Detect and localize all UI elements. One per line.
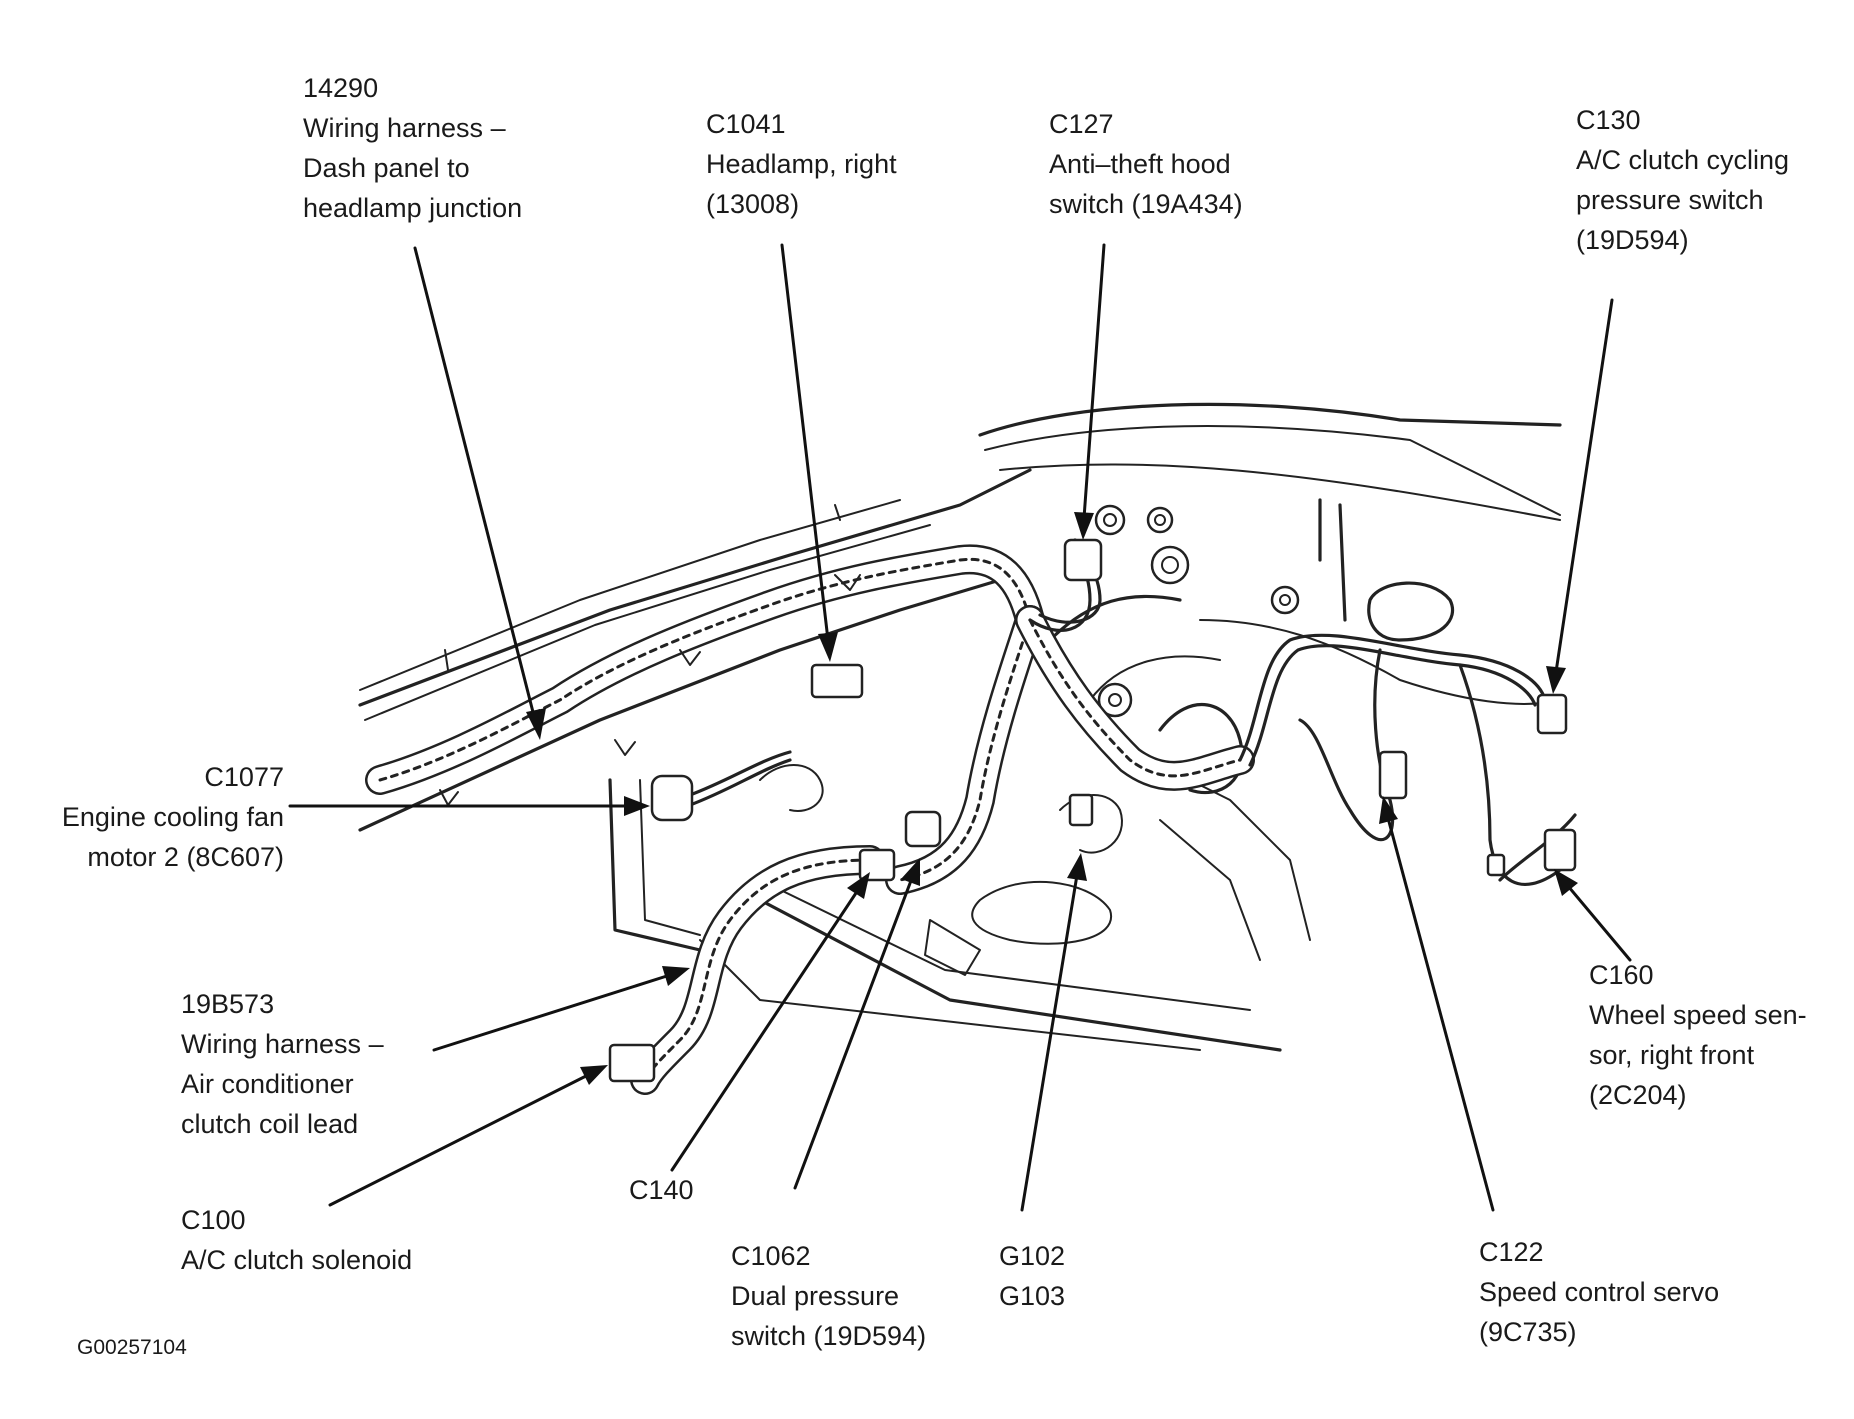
connector-c160-body <box>1543 828 1577 872</box>
callout-code: G102 <box>999 1241 1066 1271</box>
callout-code: 14290 <box>303 73 379 103</box>
connector-c1041-body <box>810 663 864 699</box>
callout-code: 19B573 <box>181 989 275 1019</box>
callout-c1041: C1041 Headlamp, right (13008) <box>706 104 897 224</box>
callout-19b573: 19B573 Wiring harness – Air conditioner … <box>181 984 384 1144</box>
callout-c127: C127 Anti–theft hood switch (19A434) <box>1049 104 1243 224</box>
callout-code: C100 <box>181 1205 246 1235</box>
callout-c130: C130 A/C clutch cycling pressure switch … <box>1576 100 1789 260</box>
ground-g102-bolt <box>1068 793 1094 827</box>
connector-c127-body <box>1063 538 1103 582</box>
callout-c140: C140 <box>629 1170 694 1210</box>
callout-c1062: C1062 Dual pressure switch (19D594) <box>731 1236 926 1356</box>
engine-compartment-drawing <box>358 402 1577 1095</box>
callout-14290: 14290 Wiring harness – Dash panel to hea… <box>303 68 522 228</box>
connector-c1062-body <box>904 810 942 848</box>
connector-c1077-body <box>650 774 694 822</box>
figure-id: G00257104 <box>77 1336 187 1359</box>
callout-c100: C100 A/C clutch solenoid <box>181 1200 412 1280</box>
connector-c140-body <box>858 848 896 882</box>
callout-code: C140 <box>629 1175 694 1205</box>
callout-c160: C160 Wheel speed sen- sor, right front (… <box>1589 955 1807 1115</box>
connector-c100-body <box>608 1043 656 1083</box>
callout-c1077: C1077 Engine cooling fan motor 2 (8C607) <box>30 757 284 877</box>
connector-c122-body <box>1378 750 1408 800</box>
callout-g102-g103: G102 G103 <box>999 1236 1065 1316</box>
callout-code: C122 <box>1479 1237 1544 1267</box>
callout-c122: C122 Speed control servo (9C735) <box>1479 1232 1719 1352</box>
callout-code: C160 <box>1589 960 1654 990</box>
callout-code: C127 <box>1049 109 1114 139</box>
callout-code: C1077 <box>204 762 284 792</box>
callout-code: C1062 <box>731 1241 811 1271</box>
connector-c130-body <box>1536 693 1568 735</box>
callout-code: C130 <box>1576 105 1641 135</box>
leader-lines <box>288 243 1632 1212</box>
callout-code: C1041 <box>706 109 786 139</box>
